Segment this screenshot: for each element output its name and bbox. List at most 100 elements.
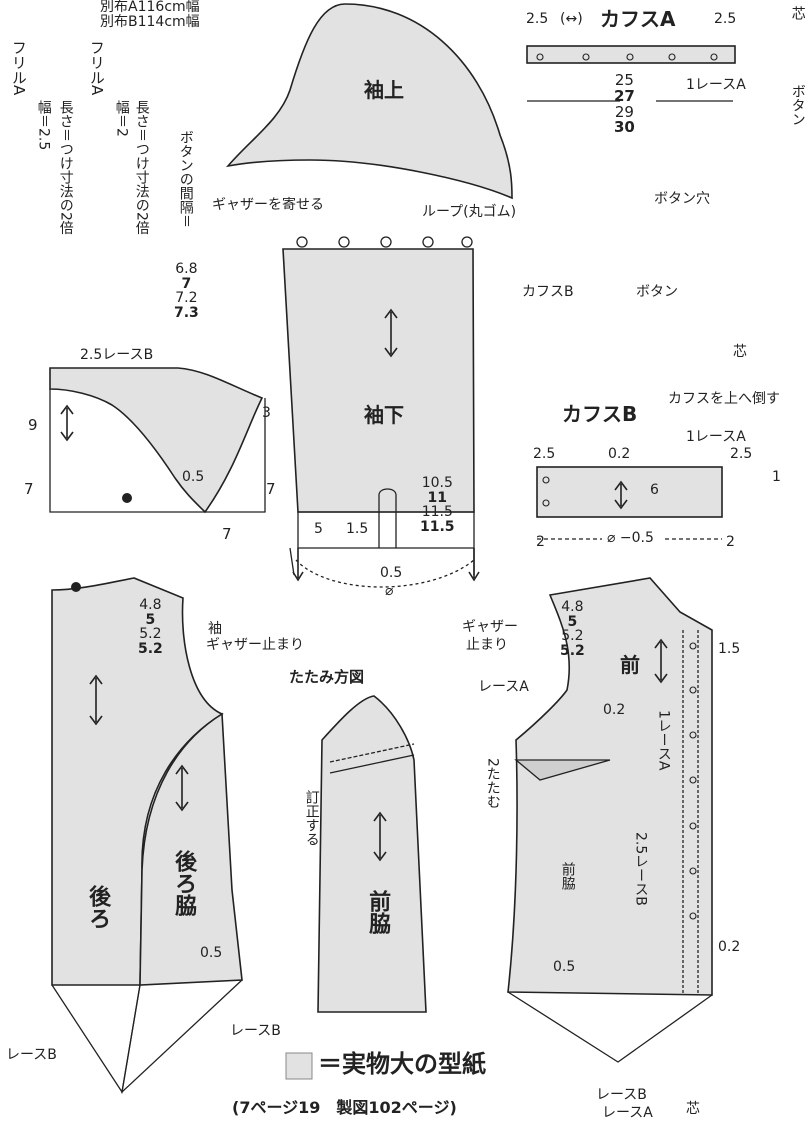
front-label: 前 [620,653,640,677]
sleeve-under-label: 袖下 [364,403,404,427]
gather-note: ギャザーを寄せる [212,197,324,213]
sleeve-top-piece [225,3,513,200]
fold-arrow-line [329,754,415,774]
cuff-a-title: カフスA [600,7,676,31]
front-hem: 0.5 [553,959,576,975]
collar-bottom-right: 7 [222,525,232,543]
cuff-b-grain-arrow [614,480,628,510]
cuff-b-left-margin: 2.5 [533,446,556,462]
loop-note: ループ(丸ゴム) [422,204,517,220]
back-hem-point [51,984,141,1094]
sleeve-under-piece [282,248,475,513]
front-fold-note: 2たたむ [484,758,501,809]
fabric-note: 別布A116cm幅別布B114cm幅 [100,0,200,30]
front-bottom-lace-a: レースA [602,1105,653,1121]
front-side-grain-arrow [373,811,387,862]
detail-interfacing-label: 芯 [733,344,747,360]
frill-b-width: 幅＝2 [113,100,130,137]
sleeve-bottom-offset: 0.5 [380,565,403,581]
fold-diagram-title: たたみ方図 [289,668,365,686]
back-side-piece [139,712,243,986]
front-side-fold-piece [317,695,427,1013]
front-edge: 1.5 [718,641,741,657]
collar-left-height: 9 [28,416,38,434]
cuff-b-bottom-right: 2 [726,534,735,550]
buttonhole-label: ボタン穴 [654,191,710,207]
source-reference: (7ページ19 製図102ページ) [232,1098,457,1117]
collar-lace: 2.5レースB [80,347,154,363]
button-spacing-label: ボタンの間隔＝ [177,130,194,228]
front-bottom-lace-b: レースB [596,1087,647,1103]
collar-bottom-left: 7 [24,480,34,498]
cuff-band-hem: 5 [314,521,323,537]
sleeve-left-down-arrow [292,548,304,582]
fold-line [329,743,415,763]
front-gather-stop: 止まり [466,637,508,653]
sleeve-grain-arrow [384,308,398,358]
fold-correct-note: 訂正する [303,790,320,846]
collar-notch: 0.5 [182,469,205,485]
cuff-b-bottom-left: 2 [536,534,545,550]
front-offset: 0.2 [603,702,626,718]
sleeve-circ: ⌀ [385,583,394,599]
front-interfacing: 芯 [686,1101,700,1117]
fold-up-note: カフスを上へ倒す [668,391,780,407]
detail-button-label: ボタン [636,284,678,300]
collar-notch-dot [122,493,132,503]
front-side-label: 前脇 [559,862,576,890]
cuff-a-interfacing: 芯 [789,6,806,20]
cuff-b-height: 6 [650,482,659,498]
cuff-b-edge: 1 [772,469,781,485]
frill-a-title: フリルA [9,40,28,96]
back-side-grain-arrow [175,764,189,812]
slit-width: 1.5 [346,521,369,537]
collar-frame [49,389,266,513]
cuff-b-offset: 0.2 [608,446,631,462]
front-piece [507,577,713,996]
cuff-a-button: ボタン [789,84,806,126]
front-fold-wedge [514,759,611,781]
collar-right-top: 3 [262,405,271,421]
frill-a-width: 幅＝2.5 [35,100,52,151]
back-side-hem: 0.5 [200,945,223,961]
front-lace-label: 1レースA [655,710,672,771]
back-side-label: 後ろ脇 [171,850,197,916]
front-gather-note: ギャザー [462,619,518,635]
back-grain-arrow [89,674,103,726]
legend-text: ＝実物大の型紙 [318,1050,486,1078]
back-label: 後ろ [85,885,111,929]
legend-swatch [285,1052,313,1080]
sleeve-seam-left [289,547,295,576]
back-gather-stop: ギャザー止まり [206,637,304,653]
front-placket [682,630,699,995]
front-hem-offset: 0.2 [718,939,741,955]
cuff-a-right-margin: 2.5 [714,11,737,27]
cuff-a-lace: 1レースA [686,77,746,93]
collar-grain-arrow [60,404,74,442]
detail-cuff-b-label: カフスB [522,284,574,300]
slit-outline [378,488,397,548]
cuff-b-circ: ⌀ −0.5 [607,530,654,546]
back-side-hem-point [121,979,243,1094]
cuff-b-lace: 1レースA [686,429,746,445]
cuff-b-title: カフスB [562,402,638,426]
sleeve-circ-curve [295,559,475,588]
cuff-b-right-margin: 2.5 [730,446,753,462]
front-lace-a: レースA [478,679,529,695]
cuff-a-arrow: (↔) [560,11,583,27]
collar-right-side: 7 [266,480,276,498]
front-hem-point [507,991,713,1063]
cuff-b-piece [536,466,723,518]
back-lace-b: レースB [6,1047,57,1063]
back-side-lace-b: レースB [230,1023,281,1039]
back-notch-dot [71,582,81,592]
frill-b-title: フリルA [87,40,106,96]
back-sleeve-note: 袖 [208,621,222,637]
